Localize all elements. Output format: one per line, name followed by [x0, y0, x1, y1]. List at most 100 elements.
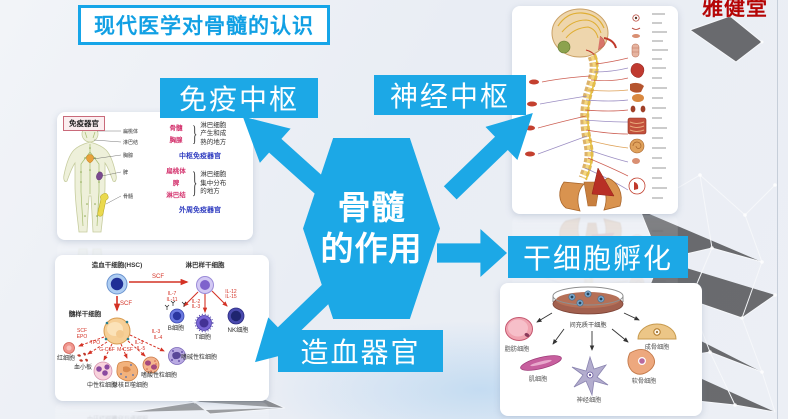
- term-lymph-node: 淋巴结: [166, 191, 186, 199]
- b-cell-label: B细胞: [168, 324, 185, 332]
- factor-rbc2: EPO: [77, 334, 88, 340]
- factor-t2: IL-3: [192, 304, 201, 310]
- label-immune-center: 免疫中枢: [160, 78, 318, 118]
- msc-dish-label: 间充质干细胞: [569, 321, 606, 329]
- factor-bas1: IL-3: [152, 329, 161, 335]
- thymus-shape: [86, 154, 94, 164]
- fat-cell-label: 脂肪细胞: [505, 345, 530, 353]
- lymphoid-label: 淋巴样干细胞: [186, 260, 226, 269]
- osteoblast-label: 成骨细胞: [645, 343, 670, 351]
- red-blood-cell: [63, 342, 75, 354]
- neutrophil-label: 中性粒细胞: [87, 381, 117, 389]
- tonsil-label: 扁桃体: [123, 128, 138, 135]
- factor-eos1: IL-3: [135, 340, 144, 346]
- svg-text:中性粒细胞: 中性粒细胞: [87, 414, 117, 419]
- term-spleen: 脾: [172, 180, 180, 187]
- factor-neu: G-CSF: [99, 347, 115, 353]
- hsc-label: 造血干细胞(HSC): [92, 260, 143, 269]
- central-caption: 中枢免疫器官: [179, 153, 221, 161]
- center-hexagon: 骨髓 的作用: [303, 138, 440, 319]
- nk-cell-label: NK细胞: [228, 326, 249, 334]
- brand-logo-text: 雅健堂: [702, 0, 768, 20]
- nerve-lines: [537, 57, 629, 191]
- eosinophil-label: 嗜酸性粒细胞: [141, 371, 177, 379]
- rbc-label: 红细胞: [57, 354, 75, 362]
- chondrocyte-label: 软骨细胞: [632, 377, 657, 385]
- immune-figure-title: 免疫器官: [63, 116, 105, 131]
- differentiation-arrows: [536, 312, 640, 351]
- factor-nk2: IL-15: [225, 294, 237, 300]
- vertebral-column: [578, 53, 599, 181]
- label-ticks: [652, 13, 668, 199]
- myeloid-arrows: [78, 334, 165, 361]
- slide-title: 现代医学对骨髓的认识: [94, 15, 314, 38]
- neutrophil-cell: [93, 361, 113, 381]
- spleen-shape: [96, 171, 103, 181]
- central-desc: 淋巴细胞产生和成熟的地方: [200, 122, 227, 146]
- factor-rbc1: SCF: [77, 328, 87, 334]
- lymphoid-cell: [196, 276, 214, 294]
- nervous-system-figure: [512, 6, 678, 214]
- pelvis-shape: [559, 167, 622, 212]
- eosinophil-cell: [142, 356, 160, 374]
- muscle-cell-label: 肌细胞: [529, 375, 548, 383]
- factor-bas2: IL-4: [154, 335, 163, 341]
- monocyte-label: 单核巨噬细胞: [112, 381, 148, 389]
- factor-t1: IL-2: [192, 299, 201, 305]
- term-bone-marrow: 骨髓: [169, 124, 183, 132]
- scf-label-2: SCF: [120, 301, 132, 307]
- hematopoiesis-figure: 造血干细胞(HSC) SCF 淋巴样干细胞 IL-7 IL-11 IL-2: [55, 255, 269, 401]
- immune-organs-figure: 免疫器官: [57, 112, 253, 240]
- platelets: [77, 352, 88, 362]
- dish-cells: [568, 290, 605, 307]
- petri-dish: [552, 286, 624, 315]
- myeloid-cell: [103, 317, 131, 345]
- chondrocyte-cell: [627, 349, 655, 375]
- lymph-node-label: 淋巴结: [123, 139, 138, 146]
- factor-mono: M-CSF: [117, 347, 133, 353]
- muscle-cell: [520, 355, 562, 371]
- factor-eos2: IL-5: [137, 346, 146, 352]
- organ-icons: [627, 14, 647, 195]
- basophil-label: 嗜碱性粒细胞: [181, 353, 217, 361]
- term-thymus: 胸腺: [169, 136, 183, 144]
- arrow-to-stem-cell: [437, 229, 507, 277]
- skull-shape: [551, 8, 617, 59]
- stem-cell-differentiation-figure: 间充质干细胞 脂肪细胞 成骨细胞: [500, 283, 702, 416]
- peripheral-immune-row: 扁桃体 脾 淋巴结 } 淋巴细胞集中分布的地方: [163, 166, 251, 201]
- term-tonsil: 扁桃体: [166, 168, 186, 176]
- msc-diagram: 间充质干细胞 脂肪细胞 成骨细胞: [505, 286, 677, 404]
- label-hematopoietic-organ: 造血器官: [278, 330, 443, 372]
- human-body-illustration: 扁桃体 淋巴结 胸腺 脾 骨髓: [63, 125, 138, 233]
- myeloid-label: 髓样干细胞: [69, 309, 102, 318]
- femur-bone-shape: [97, 193, 109, 217]
- central-immune-row: 骨髓 胸腺 } 淋巴细胞产生和成熟的地方: [163, 122, 251, 147]
- peripheral-desc: 淋巴细胞集中分布的地方: [200, 171, 227, 196]
- nk-cell: [227, 307, 245, 325]
- svg-text:单核巨噬细胞: 单核巨噬细胞: [112, 414, 148, 419]
- fat-cell: [505, 317, 533, 341]
- t-cell-label: T细胞: [195, 333, 211, 341]
- platelet-label: 血小板: [74, 363, 92, 371]
- scf-label: SCF: [152, 274, 164, 280]
- lymph-nodes-dots: [80, 147, 100, 217]
- osteoblast-cell: [637, 323, 677, 340]
- factor-nk1: IL-12: [225, 289, 237, 295]
- hexagon-line2: 的作用: [320, 229, 423, 267]
- brace-glyph: }: [192, 167, 198, 201]
- leader-lines: [92, 130, 122, 205]
- spine-illustration: [525, 8, 668, 212]
- b-cell: [164, 300, 187, 324]
- thymus-label: 胸腺: [123, 152, 133, 159]
- t-cell: [194, 313, 214, 333]
- nerve-cell-label: 神经细胞: [577, 396, 602, 404]
- brace-glyph: }: [192, 122, 198, 147]
- immune-text-block: 骨髓 胸腺 } 淋巴细胞产生和成熟的地方 中枢免疫器官 扁桃体 脾 淋巴结 } …: [163, 122, 251, 220]
- hsc-cell: [106, 273, 128, 295]
- label-nerve-center: 神经中枢: [374, 75, 526, 115]
- nerve-cell: [571, 355, 609, 397]
- lymphoid-arrows: [183, 290, 228, 314]
- hexagon-line1: 骨髓: [337, 189, 406, 227]
- peripheral-caption: 外周免疫器官: [179, 207, 221, 215]
- factor-b1: IL-7: [168, 291, 177, 297]
